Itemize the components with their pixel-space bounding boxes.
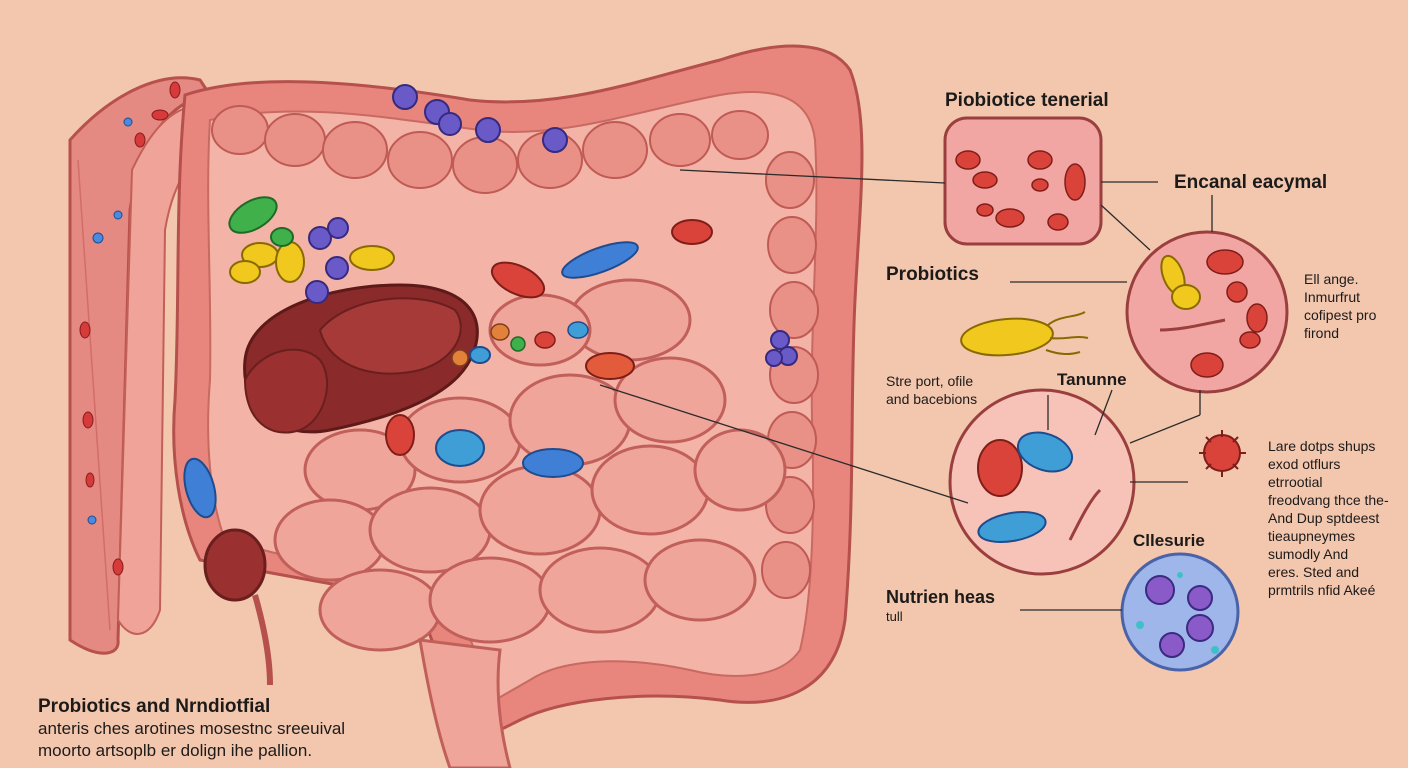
purple-coccus bbox=[308, 226, 332, 250]
green-rod-bacterium bbox=[228, 196, 278, 234]
purple-coccus bbox=[438, 112, 462, 136]
blue-bacterium bbox=[435, 429, 485, 467]
label-tanunne: Tanunne bbox=[1057, 370, 1127, 389]
label-line: eres. Sted and bbox=[1268, 564, 1360, 580]
blue-rod-bacterium bbox=[561, 241, 639, 279]
purple-coccus bbox=[325, 256, 349, 280]
label-line: exod otflurs bbox=[1268, 456, 1341, 472]
purple-coccus bbox=[542, 127, 568, 153]
label-top-title: Piobiotice tenerial bbox=[945, 90, 1109, 111]
orange-bacterium bbox=[490, 323, 510, 341]
purple-coccus bbox=[770, 330, 790, 350]
intestinal-wall bbox=[68, 76, 227, 655]
wall-cells bbox=[79, 81, 181, 576]
red-bacterium bbox=[671, 219, 713, 245]
red-bacterium bbox=[385, 414, 415, 456]
spiky-pathogen bbox=[1199, 430, 1246, 477]
inset-circle-right bbox=[1125, 230, 1289, 394]
label-stre-port: Stre port, ofile and bacebions bbox=[886, 372, 977, 408]
label-line: Stre port, ofile bbox=[886, 373, 974, 389]
yellow-bacterium bbox=[349, 245, 395, 271]
footer-line: moorto artsoplb er dolign ihe pallion. bbox=[38, 741, 313, 760]
label-tull: tull bbox=[886, 609, 903, 624]
label-encanal: Encanal eacymal bbox=[1174, 172, 1328, 193]
label-line: cofipest pro bbox=[1304, 307, 1377, 323]
red-bacterium bbox=[534, 331, 556, 349]
yellow-bacterium bbox=[229, 260, 261, 284]
label-ell-ange: Ell ange. Inmurfrut cofipest pro firond bbox=[1304, 270, 1376, 342]
label-lare-dotps: Lare dotps shups exod otflurs etrrootial… bbox=[1268, 437, 1389, 599]
leader-lines bbox=[599, 169, 1213, 611]
label-line: freodvang thce the- bbox=[1268, 492, 1389, 508]
blue-bacterium bbox=[567, 321, 589, 339]
label-cllesurie: Cllesurie bbox=[1133, 531, 1205, 550]
blue-bacterium bbox=[522, 448, 584, 478]
orange-bacterium bbox=[451, 349, 469, 367]
yellow-bacterium bbox=[275, 241, 305, 283]
gut-bacteria bbox=[183, 84, 798, 519]
label-nutrien: Nutrien heas bbox=[886, 587, 996, 607]
label-line: tieaupneymes bbox=[1268, 528, 1356, 544]
blue-bacterium bbox=[469, 346, 491, 364]
label-line: Ell ange. bbox=[1304, 271, 1359, 287]
inset-circle-middle bbox=[948, 388, 1136, 576]
label-line: and bacebions bbox=[886, 391, 978, 407]
purple-coccus bbox=[327, 217, 349, 239]
label-line: sumodly And bbox=[1268, 546, 1349, 562]
purple-coccus bbox=[765, 349, 783, 367]
label-line: Inmurfrut bbox=[1304, 289, 1361, 305]
appendix bbox=[203, 528, 273, 686]
label-line: prmtrils nfid Akeé bbox=[1268, 582, 1376, 598]
label-line: firond bbox=[1304, 325, 1340, 341]
label-line: etrrootial bbox=[1268, 474, 1323, 490]
inset-circle-bottom bbox=[1120, 552, 1240, 672]
green-bacterium bbox=[270, 227, 294, 247]
footer-caption: Probiotics and Nrndiotfial anteris ches … bbox=[38, 696, 345, 762]
blue-rod-bacterium bbox=[183, 457, 217, 519]
red-bacterium bbox=[585, 352, 635, 380]
inset-top-square bbox=[943, 116, 1103, 246]
green-bacterium bbox=[510, 336, 526, 352]
footer-title: Probiotics and Nrndiotfial bbox=[38, 696, 271, 717]
label-line: Lare dotps shups bbox=[1268, 438, 1376, 454]
purple-coccus bbox=[305, 280, 329, 304]
purple-coccus bbox=[475, 117, 501, 143]
label-line: And Dup sptdeest bbox=[1268, 510, 1380, 526]
red-rod-bacterium bbox=[490, 261, 546, 299]
liver bbox=[243, 283, 479, 434]
label-probiotics: Probiotics bbox=[886, 264, 979, 285]
footer-line: anteris ches arotines mosestnc sreeuival bbox=[38, 719, 346, 738]
purple-coccus bbox=[392, 84, 418, 110]
probiotic-rod-bacterium bbox=[960, 311, 1089, 357]
